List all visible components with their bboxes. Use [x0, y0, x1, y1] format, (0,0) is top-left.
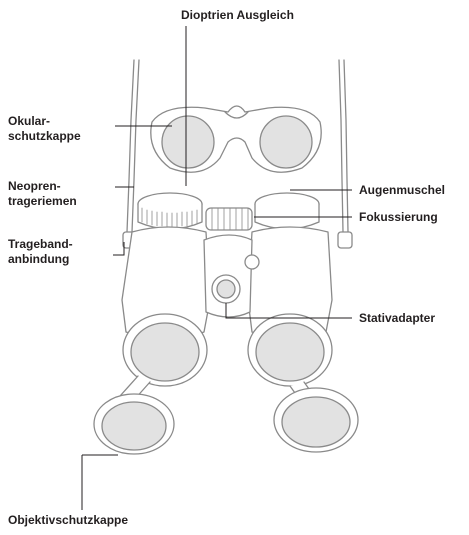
- label-fokussierung: Fokussierung: [359, 210, 438, 225]
- label-augenmuschel: Augenmuschel: [359, 183, 445, 198]
- label-neopren-line2: trageriemen: [8, 194, 77, 209]
- focus-wheel: [206, 208, 252, 230]
- bridge-ring: [245, 255, 259, 269]
- label-trageband-line1: Trageband-: [8, 237, 73, 252]
- eyepiece-cap: [151, 106, 321, 172]
- label-neopren-line1: Neopren-: [8, 179, 77, 194]
- label-dioptrien-ausgleich: Dioptrien Ausgleich: [181, 8, 294, 23]
- label-trageband-line2: anbindung: [8, 252, 73, 267]
- label-okular-line2: schutzkappe: [8, 129, 81, 144]
- label-okular-schutzkappe: Okular- schutzkappe: [8, 114, 81, 144]
- label-neopren-trageriemen: Neopren- trageriemen: [8, 179, 77, 209]
- objective-cap: [94, 388, 358, 454]
- label-trageband-anbindung: Trageband- anbindung: [8, 237, 73, 267]
- objective-lens: [123, 314, 332, 386]
- label-stativadapter: Stativadapter: [359, 311, 435, 326]
- label-objektivschutzkappe: Objektivschutzkappe: [8, 513, 128, 528]
- tripod-adapter: [212, 275, 240, 303]
- label-okular-line1: Okular-: [8, 114, 81, 129]
